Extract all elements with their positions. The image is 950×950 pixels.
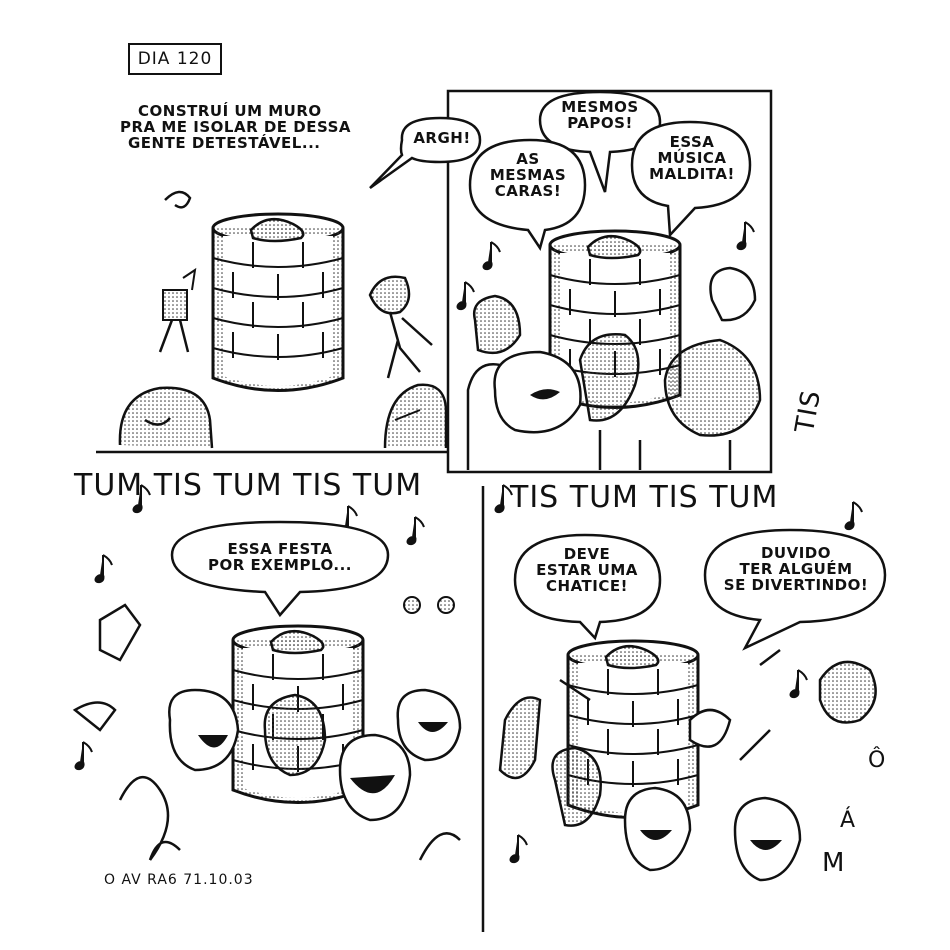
balloon-line: MESMOS (561, 98, 639, 116)
balloon-line: MALDITA! (649, 164, 735, 183)
balloon-line: DUVIDO (760, 544, 832, 562)
side-sfx-m: M (822, 848, 846, 878)
balloon-papos-text: MESMOS PAPOS! (548, 98, 652, 132)
caption-line: GENTE DETESTÁVEL... (128, 133, 321, 152)
balloon-line: PAPOS! (567, 113, 633, 132)
day-label: DIA 120 (128, 43, 222, 75)
panel-4-art (494, 484, 877, 882)
balloon-festa-text: ESSA FESTA POR EXEMPLO... (190, 540, 370, 574)
balloon-caras-text: AS MESMAS CARAS! (478, 150, 578, 200)
balloon-line: MÚSICA (657, 148, 727, 167)
balloon-argh (369, 116, 482, 190)
side-sfx-a: Á (840, 808, 857, 833)
balloon-line: POR EXEMPLO... (207, 555, 353, 574)
side-sfx-o: Ô (868, 748, 887, 773)
panel-1-art (118, 190, 448, 449)
balloon-essa-festa (170, 520, 390, 618)
panel-3-art (72, 484, 462, 861)
balloon-line: MESMAS (489, 165, 567, 184)
balloon-line: TER ALGUÉM (739, 559, 853, 578)
panel-3-sound-effect: TUM TIS TUM TIS TUM (74, 468, 423, 503)
balloon-line: ESSA FESTA (227, 540, 333, 558)
balloon-line: CARAS! (494, 181, 562, 200)
balloon-deve-estar (513, 533, 662, 641)
balloon-duvido (703, 528, 887, 651)
caption-line: CONSTRUÍ UM MURO (138, 102, 322, 120)
balloon-musica-text: ESSA MÚSICA MALDITA! (636, 133, 748, 183)
balloon-line: ESTAR UMA (536, 560, 638, 579)
balloon-mesmas-caras (468, 138, 587, 251)
balloon-line: DEVE (563, 545, 611, 563)
balloon-essa-musica (630, 120, 752, 238)
balloon-line: SE DIVERTINDO! (723, 575, 869, 594)
balloon-line: ESSA (669, 133, 715, 151)
panel-1-caption: CONSTRUÍ UM MURO PRA ME ISOLAR DE DESSA … (120, 102, 352, 152)
panel-2-art (456, 221, 762, 470)
balloon-duvido-text: DUVIDO TER ALGUÉM SE DIVERTINDO! (714, 544, 878, 594)
balloon-line: AS (516, 150, 540, 168)
balloon-argh-text: ARGH! (413, 129, 471, 147)
panel-4-sound-effect: TIS TUM TIS TUM (510, 480, 779, 515)
caption-line: PRA ME ISOLAR DE DESSA (120, 117, 352, 136)
balloon-line: CHATICE! (546, 576, 628, 595)
artist-signature: o av ra6 71.10.03 (104, 872, 254, 888)
balloon-chatice-text: DEVE ESTAR UMA CHATICE! (522, 545, 652, 595)
